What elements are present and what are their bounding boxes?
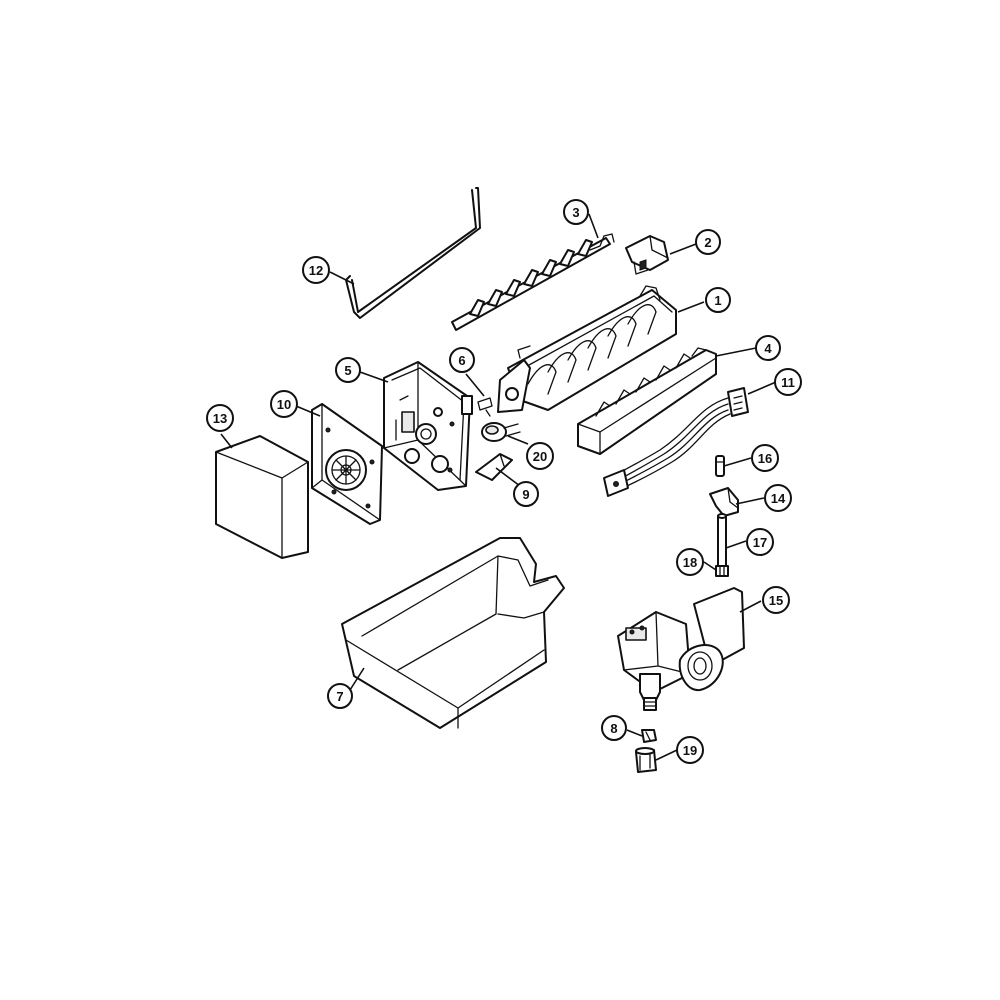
svg-text:13: 13 <box>213 411 227 426</box>
leader-lines <box>220 213 777 761</box>
callout-7: 7 <box>327 683 353 709</box>
svg-text:15: 15 <box>769 593 783 608</box>
part-10-cover <box>311 403 383 525</box>
part-20-thermostat <box>481 422 521 442</box>
part-8-nut <box>641 729 657 743</box>
part-14-clamp <box>709 487 739 517</box>
svg-text:20: 20 <box>533 449 547 464</box>
callout-3: 3 <box>563 199 589 225</box>
callout-4: 4 <box>755 335 781 361</box>
part-17-fill-tube <box>717 513 727 571</box>
part-13-box-cover <box>215 435 309 559</box>
callout-6: 6 <box>449 347 475 373</box>
callout-8: 8 <box>601 715 627 741</box>
svg-text:8: 8 <box>610 721 617 736</box>
part-16-pin <box>715 455 725 477</box>
part-2-bracket <box>625 235 669 275</box>
svg-text:9: 9 <box>522 487 529 502</box>
part-5-control-housing <box>383 361 473 491</box>
callout-14: 14 <box>764 484 792 512</box>
part-4-stripper <box>577 347 717 455</box>
callout-11: 11 <box>774 368 802 396</box>
svg-text:2: 2 <box>704 235 711 250</box>
part-18-nut <box>715 565 729 577</box>
part-11-wire-harness <box>603 387 749 497</box>
svg-text:19: 19 <box>683 743 697 758</box>
svg-text:11: 11 <box>781 375 795 390</box>
svg-text:7: 7 <box>336 689 343 704</box>
callout-1: 1 <box>705 287 731 313</box>
svg-text:5: 5 <box>344 363 351 378</box>
svg-text:1: 1 <box>714 293 721 308</box>
svg-text:10: 10 <box>277 397 291 412</box>
part-7-ice-bin <box>341 537 565 729</box>
callout-18: 18 <box>676 548 704 576</box>
svg-text:6: 6 <box>458 353 465 368</box>
callout-17: 17 <box>746 528 774 556</box>
callout-15: 15 <box>762 586 790 614</box>
callout-19: 19 <box>676 736 704 764</box>
svg-text:3: 3 <box>572 205 579 220</box>
callout-16: 16 <box>751 444 779 472</box>
callout-10: 10 <box>270 390 298 418</box>
svg-text:12: 12 <box>309 263 323 278</box>
svg-text:4: 4 <box>764 341 772 356</box>
svg-text:17: 17 <box>753 535 767 550</box>
callout-9: 9 <box>513 481 539 507</box>
part-12-shutoff-arm <box>345 187 481 319</box>
callout-5: 5 <box>335 357 361 383</box>
part-1-mold <box>497 285 677 413</box>
part-15-water-valve <box>617 587 745 711</box>
svg-text:18: 18 <box>683 555 697 570</box>
svg-text:16: 16 <box>758 451 772 466</box>
part-6-clip <box>477 397 493 417</box>
part-9-clip <box>475 453 513 481</box>
callout-13: 13 <box>206 404 234 432</box>
part-3-ejector <box>451 233 615 331</box>
callout-20: 20 <box>526 442 554 470</box>
part-19-nut <box>635 747 657 773</box>
callout-2: 2 <box>695 229 721 255</box>
svg-text:14: 14 <box>771 491 786 506</box>
callout-12: 12 <box>302 256 330 284</box>
